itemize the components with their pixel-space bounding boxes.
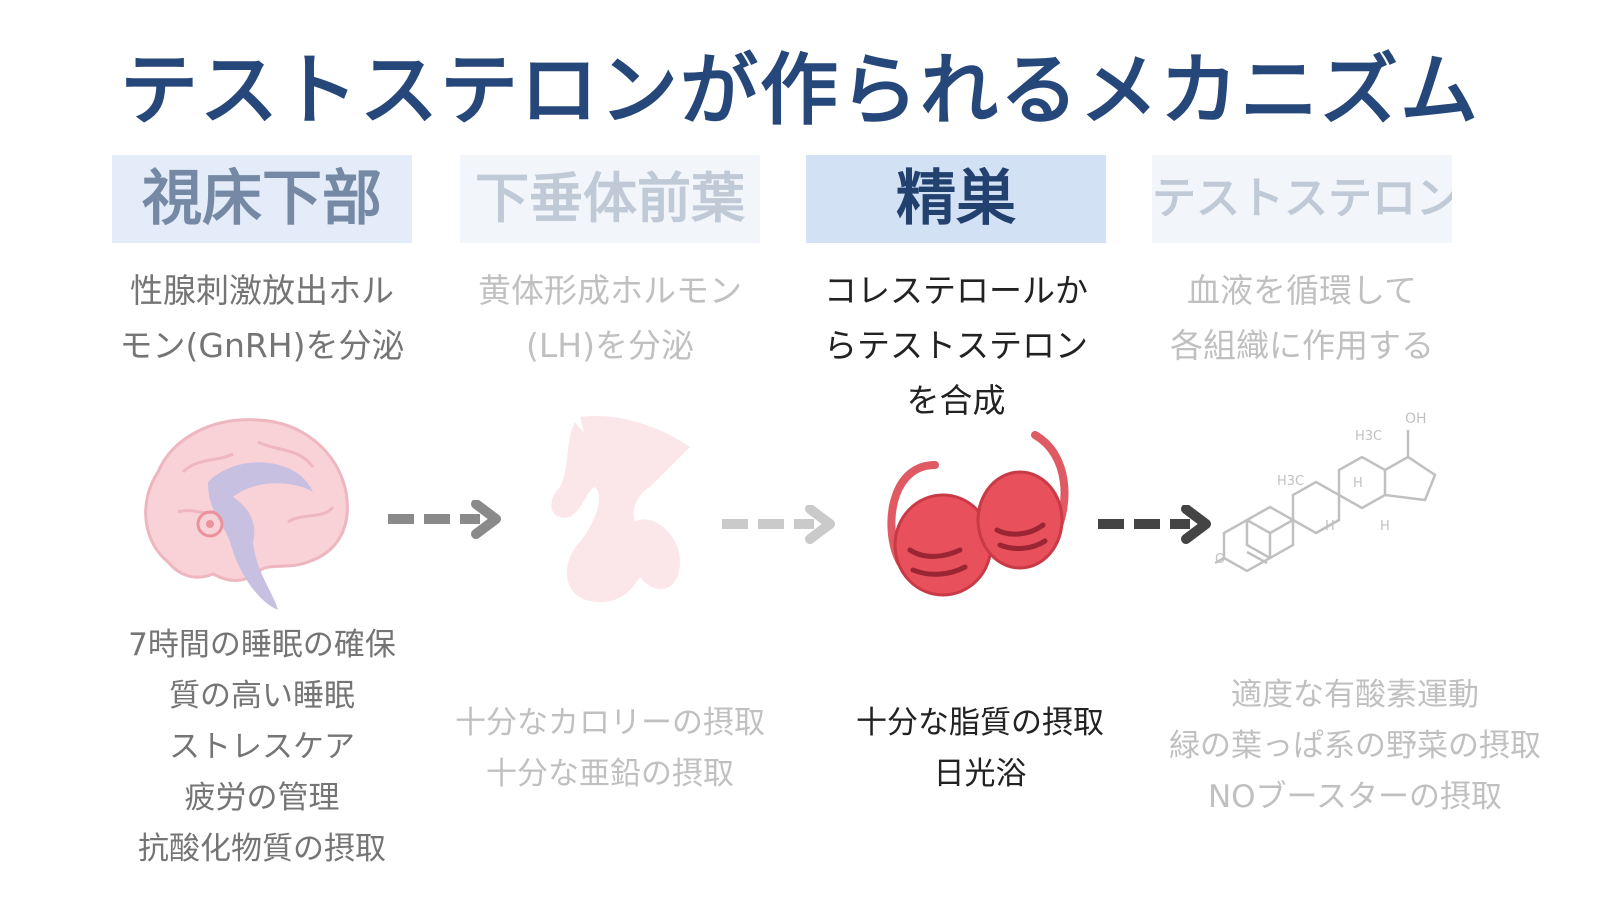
tips-testis: 十分な脂質の摂取 日光浴 [800,698,1160,800]
stage-anterior-pituitary: 下垂体前葉 黄体形成ホルモン (LH)を分泌 [460,155,760,373]
h-label: H [1380,519,1390,534]
stage-hypothalamus: 視床下部 性腺刺激放出ホル モン(GnRH)を分泌 [112,155,412,373]
tip-item: 7時間の睡眠の確保 [128,627,396,663]
tip-item: 十分なカロリーの摂取 [455,705,765,741]
brain-icon [144,418,349,610]
h-label: H [1353,476,1363,491]
tip-item: 適度な有酸素運動 [1231,677,1479,713]
page-title: テストステロンが作られるメカニズム [119,46,1480,136]
h3c-label: H3C [1355,429,1382,444]
stage-testosterone: テストステロン 血液を循環して 各組織に作用する [1152,155,1452,373]
stage-header: 視床下部 [112,155,412,243]
stage-header: 精巣 [806,155,1106,243]
tips-hypothalamus: 7時間の睡眠の確保 質の高い睡眠 ストレスケア 疲労の管理 抗酸化物質の摂取 [102,620,422,875]
stage-description: コレステロールか らテストステロン を合成 [824,271,1088,420]
tip-item: 日光浴 [933,756,1027,792]
tip-item: 疲労の管理 [184,780,340,816]
arrow-icon [722,505,835,544]
tip-item: 十分な脂質の摂取 [856,705,1104,741]
tip-item: ストレスケア [169,729,355,765]
testis-icon [887,431,1069,597]
testosterone-molecule-icon: OH H3C H3C H H H O [1215,411,1437,573]
tip-item: 緑の葉っぱ系の野菜の摂取 [1169,728,1541,764]
tips-anterior-pituitary: 十分なカロリーの摂取 十分な亜鉛の摂取 [440,698,780,800]
h-label: H [1325,519,1335,534]
tip-item: 質の高い睡眠 [169,678,355,714]
stage-header: テストステロン [1152,155,1452,243]
tip-item: 抗酸化物質の摂取 [138,831,386,867]
stage-testis: 精巣 コレステロールか らテストステロン を合成 [806,155,1106,428]
h3c-label: H3C [1277,474,1304,489]
oh-label: OH [1405,411,1427,427]
tip-item: NOブースターの摂取 [1207,779,1503,815]
tip-item: 十分な亜鉛の摂取 [486,756,734,792]
arrow-icon [388,500,501,539]
o-label: O [1215,552,1225,567]
pituitary-icon [551,416,690,602]
stage-description: 黄体形成ホルモン (LH)を分泌 [478,271,742,365]
tips-testosterone: 適度な有酸素運動 緑の葉っぱ系の野菜の摂取 NOブースターの摂取 [1150,670,1560,823]
stage-header: 下垂体前葉 [460,155,760,243]
arrow-icon [1098,505,1211,544]
stage-description: 性腺刺激放出ホル モン(GnRH)を分泌 [119,271,405,365]
stage-description: 血液を循環して 各組織に作用する [1170,271,1434,365]
